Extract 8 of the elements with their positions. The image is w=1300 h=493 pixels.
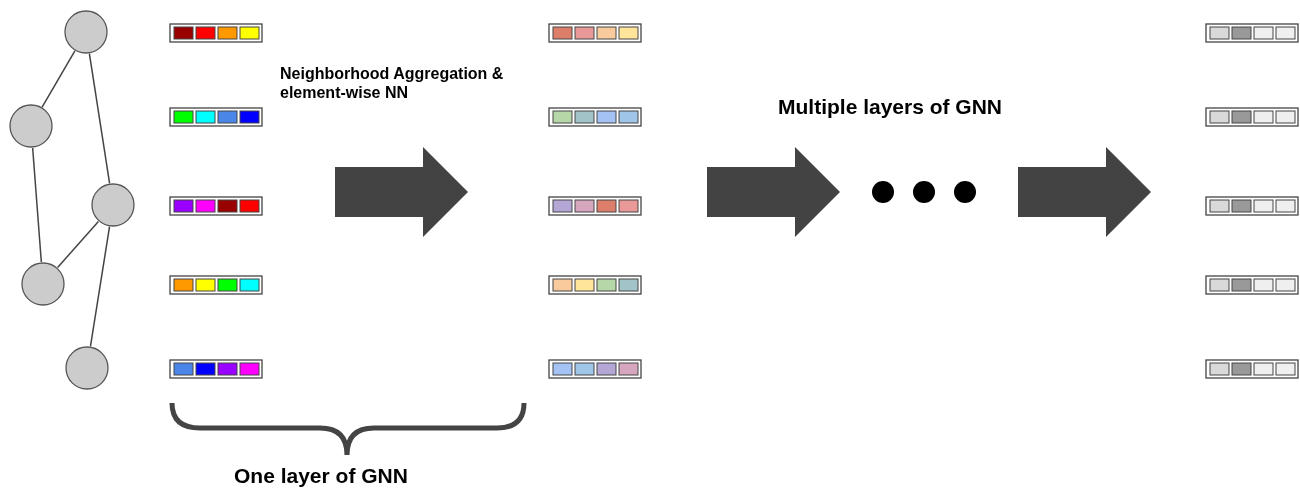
graph-edge — [56, 220, 100, 269]
graph-edge — [89, 226, 111, 347]
annotation-text: Neighborhood Aggregation & element-wise NN — [280, 64, 505, 103]
graph-edge — [41, 50, 76, 108]
annotation-text: One layer of GNN — [234, 463, 408, 489]
graph-edge — [88, 53, 111, 184]
annotation-text: Multiple layers of GNN — [778, 94, 1003, 120]
graph-edge — [31, 147, 43, 263]
